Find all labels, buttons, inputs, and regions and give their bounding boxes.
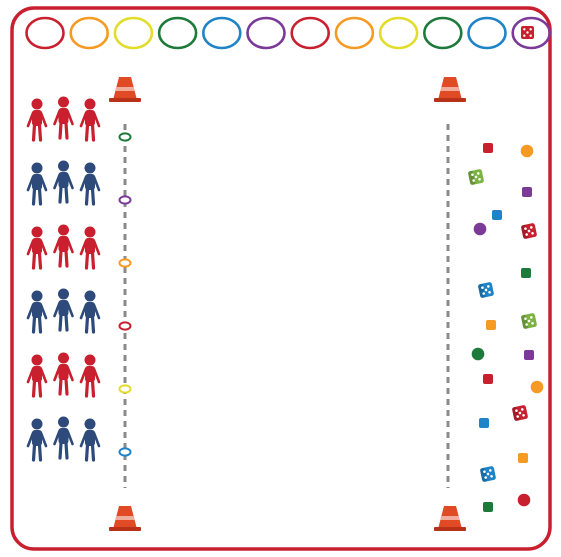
beanbag-green <box>521 268 531 278</box>
ball-purple <box>474 223 487 236</box>
ring-yellow <box>120 385 131 392</box>
beanbag-blue <box>479 418 489 428</box>
ball-orange <box>521 145 534 158</box>
ring-red <box>120 322 131 329</box>
ball-green <box>472 348 485 361</box>
die-icon <box>480 466 497 483</box>
beanbag-green <box>483 502 493 512</box>
die-icon <box>512 405 529 422</box>
ring-orange <box>120 259 131 266</box>
beanbag-purple <box>524 350 534 360</box>
ring-purple <box>120 196 131 203</box>
die-icon <box>521 26 534 39</box>
beanbag-red <box>483 374 493 384</box>
ring-blue <box>120 448 131 455</box>
die-icon <box>468 169 485 186</box>
beanbag-orange <box>518 453 528 463</box>
die-icon <box>521 223 538 240</box>
beanbag-orange <box>486 320 496 330</box>
ball-red <box>518 494 531 507</box>
ring-green <box>120 133 131 140</box>
field-boundary <box>12 8 550 549</box>
beanbag-purple <box>522 187 532 197</box>
beanbag-red <box>483 143 493 153</box>
ball-orange <box>531 381 544 394</box>
die-icon <box>478 282 495 299</box>
die-icon <box>521 313 538 330</box>
beanbag-blue <box>492 210 502 220</box>
